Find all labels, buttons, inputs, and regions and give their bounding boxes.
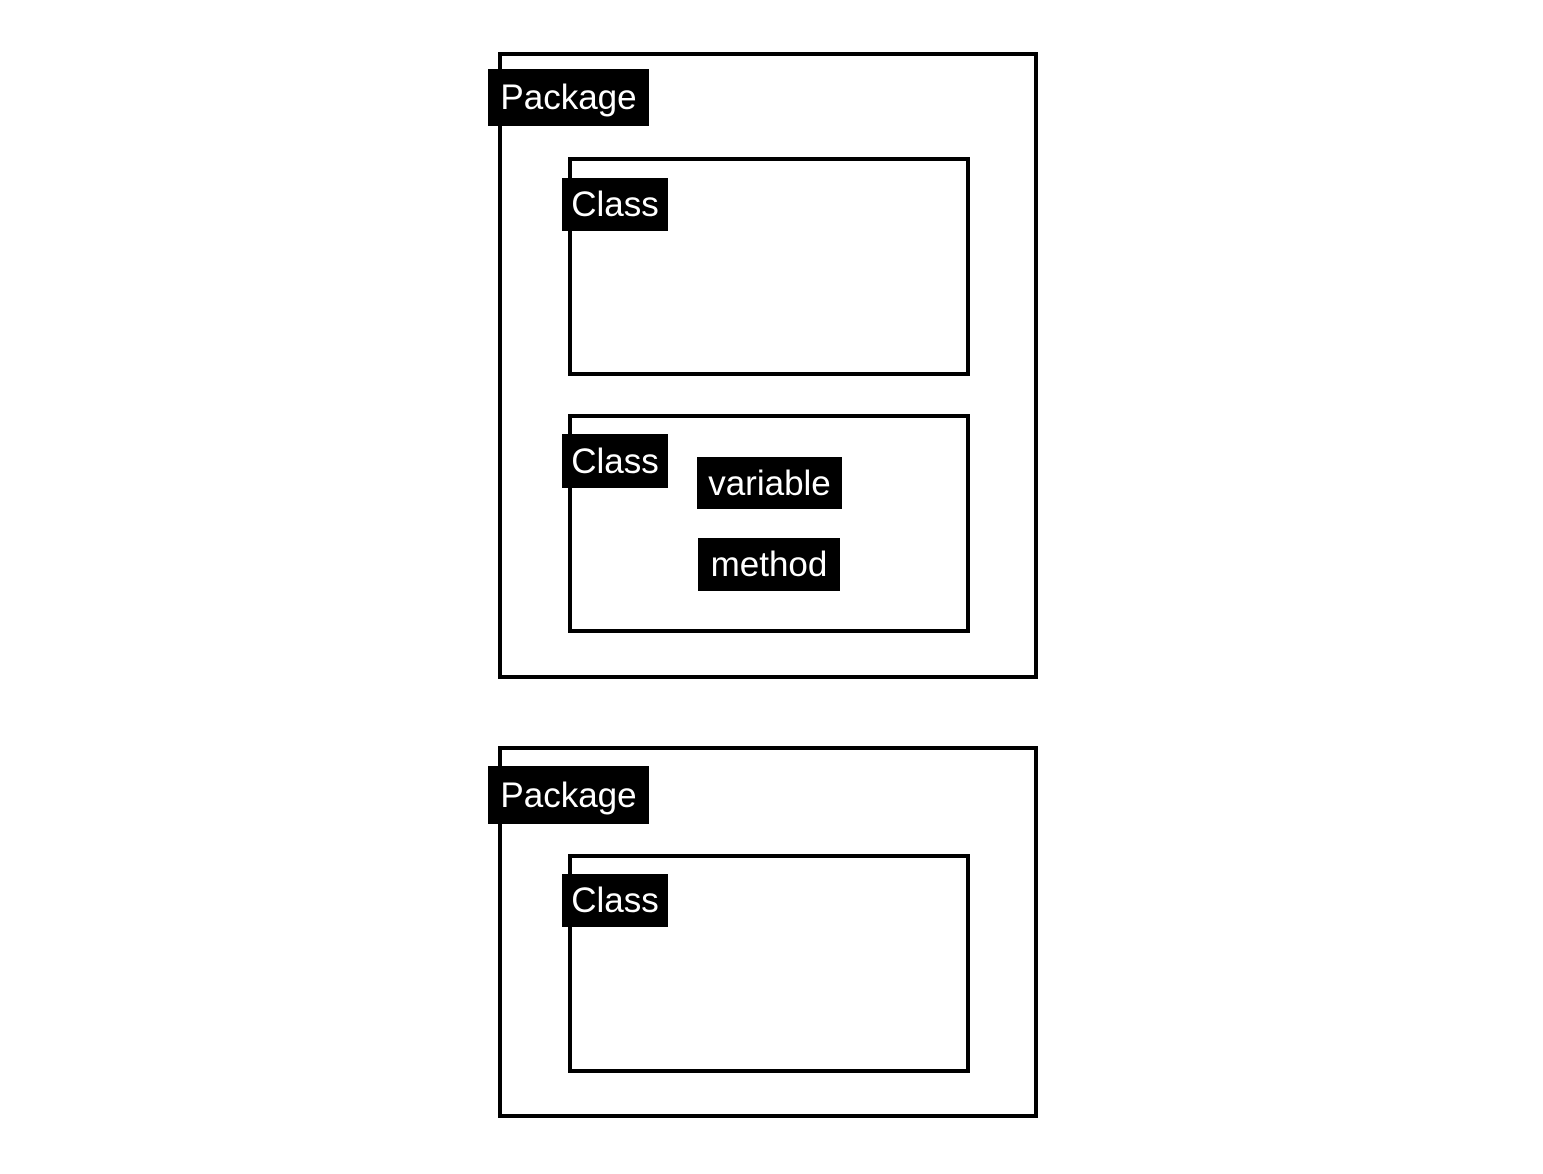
class-box (568, 414, 970, 633)
package-box (498, 746, 1038, 1118)
class-label: Class (562, 178, 668, 231)
class-box (568, 157, 970, 376)
class-label: Class (562, 874, 668, 927)
variable-label: variable (697, 457, 842, 509)
method-label: method (698, 538, 840, 591)
package-label: Package (488, 69, 649, 126)
package-box (498, 52, 1038, 679)
class-box (568, 854, 970, 1073)
class-label: Class (562, 434, 668, 488)
package-label: Package (488, 766, 649, 824)
